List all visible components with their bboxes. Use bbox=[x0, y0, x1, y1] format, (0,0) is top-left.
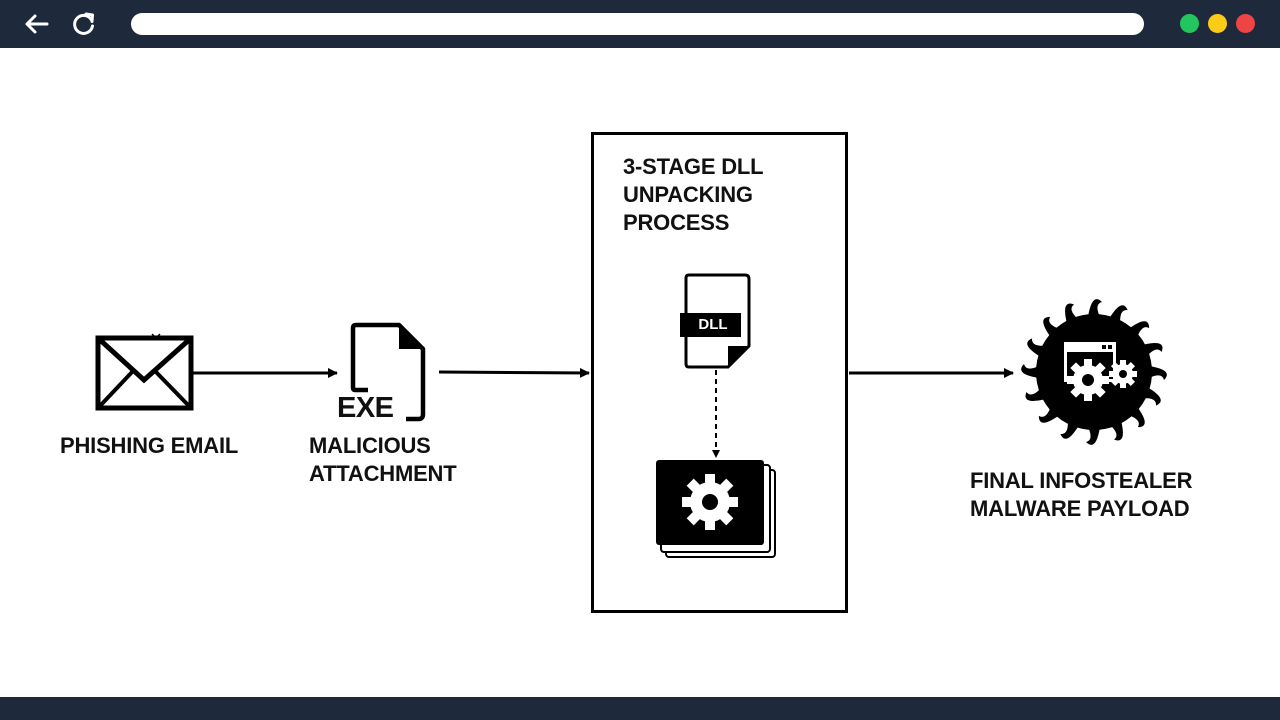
malicious-attachment-label: MALICIOUS ATTACHMENT bbox=[309, 433, 457, 486]
phishing-email-label: PHISHING EMAIL bbox=[60, 433, 239, 458]
reload-icon bbox=[73, 12, 94, 35]
dll-icon-label: DLL bbox=[698, 316, 728, 333]
back-button[interactable] bbox=[22, 10, 50, 38]
window-dot-red[interactable] bbox=[1236, 14, 1255, 33]
browser-toolbar bbox=[0, 0, 1280, 48]
window-dot-yellow[interactable] bbox=[1208, 14, 1227, 33]
gear-window-stack-icon bbox=[656, 460, 776, 558]
reload-button[interactable] bbox=[70, 10, 98, 38]
final-payload-label: FINAL INFOSTEALER MALWARE PAYLOAD bbox=[970, 468, 1193, 521]
malware-gear-icon bbox=[1021, 299, 1167, 445]
exe-icon-label: EXE bbox=[337, 392, 394, 424]
bottom-bar bbox=[0, 697, 1280, 720]
exe-file-icon bbox=[350, 322, 426, 422]
address-bar[interactable] bbox=[131, 13, 1144, 35]
unpacking-stage-title: 3-STAGE DLL UNPACKING PROCESS bbox=[623, 154, 764, 235]
arrow-attachment-to-unpacking bbox=[438, 367, 590, 378]
dll-file-icon bbox=[680, 273, 751, 369]
arrow-left-icon bbox=[25, 14, 49, 34]
window-dot-green[interactable] bbox=[1180, 14, 1199, 33]
envelope-icon bbox=[95, 333, 194, 411]
